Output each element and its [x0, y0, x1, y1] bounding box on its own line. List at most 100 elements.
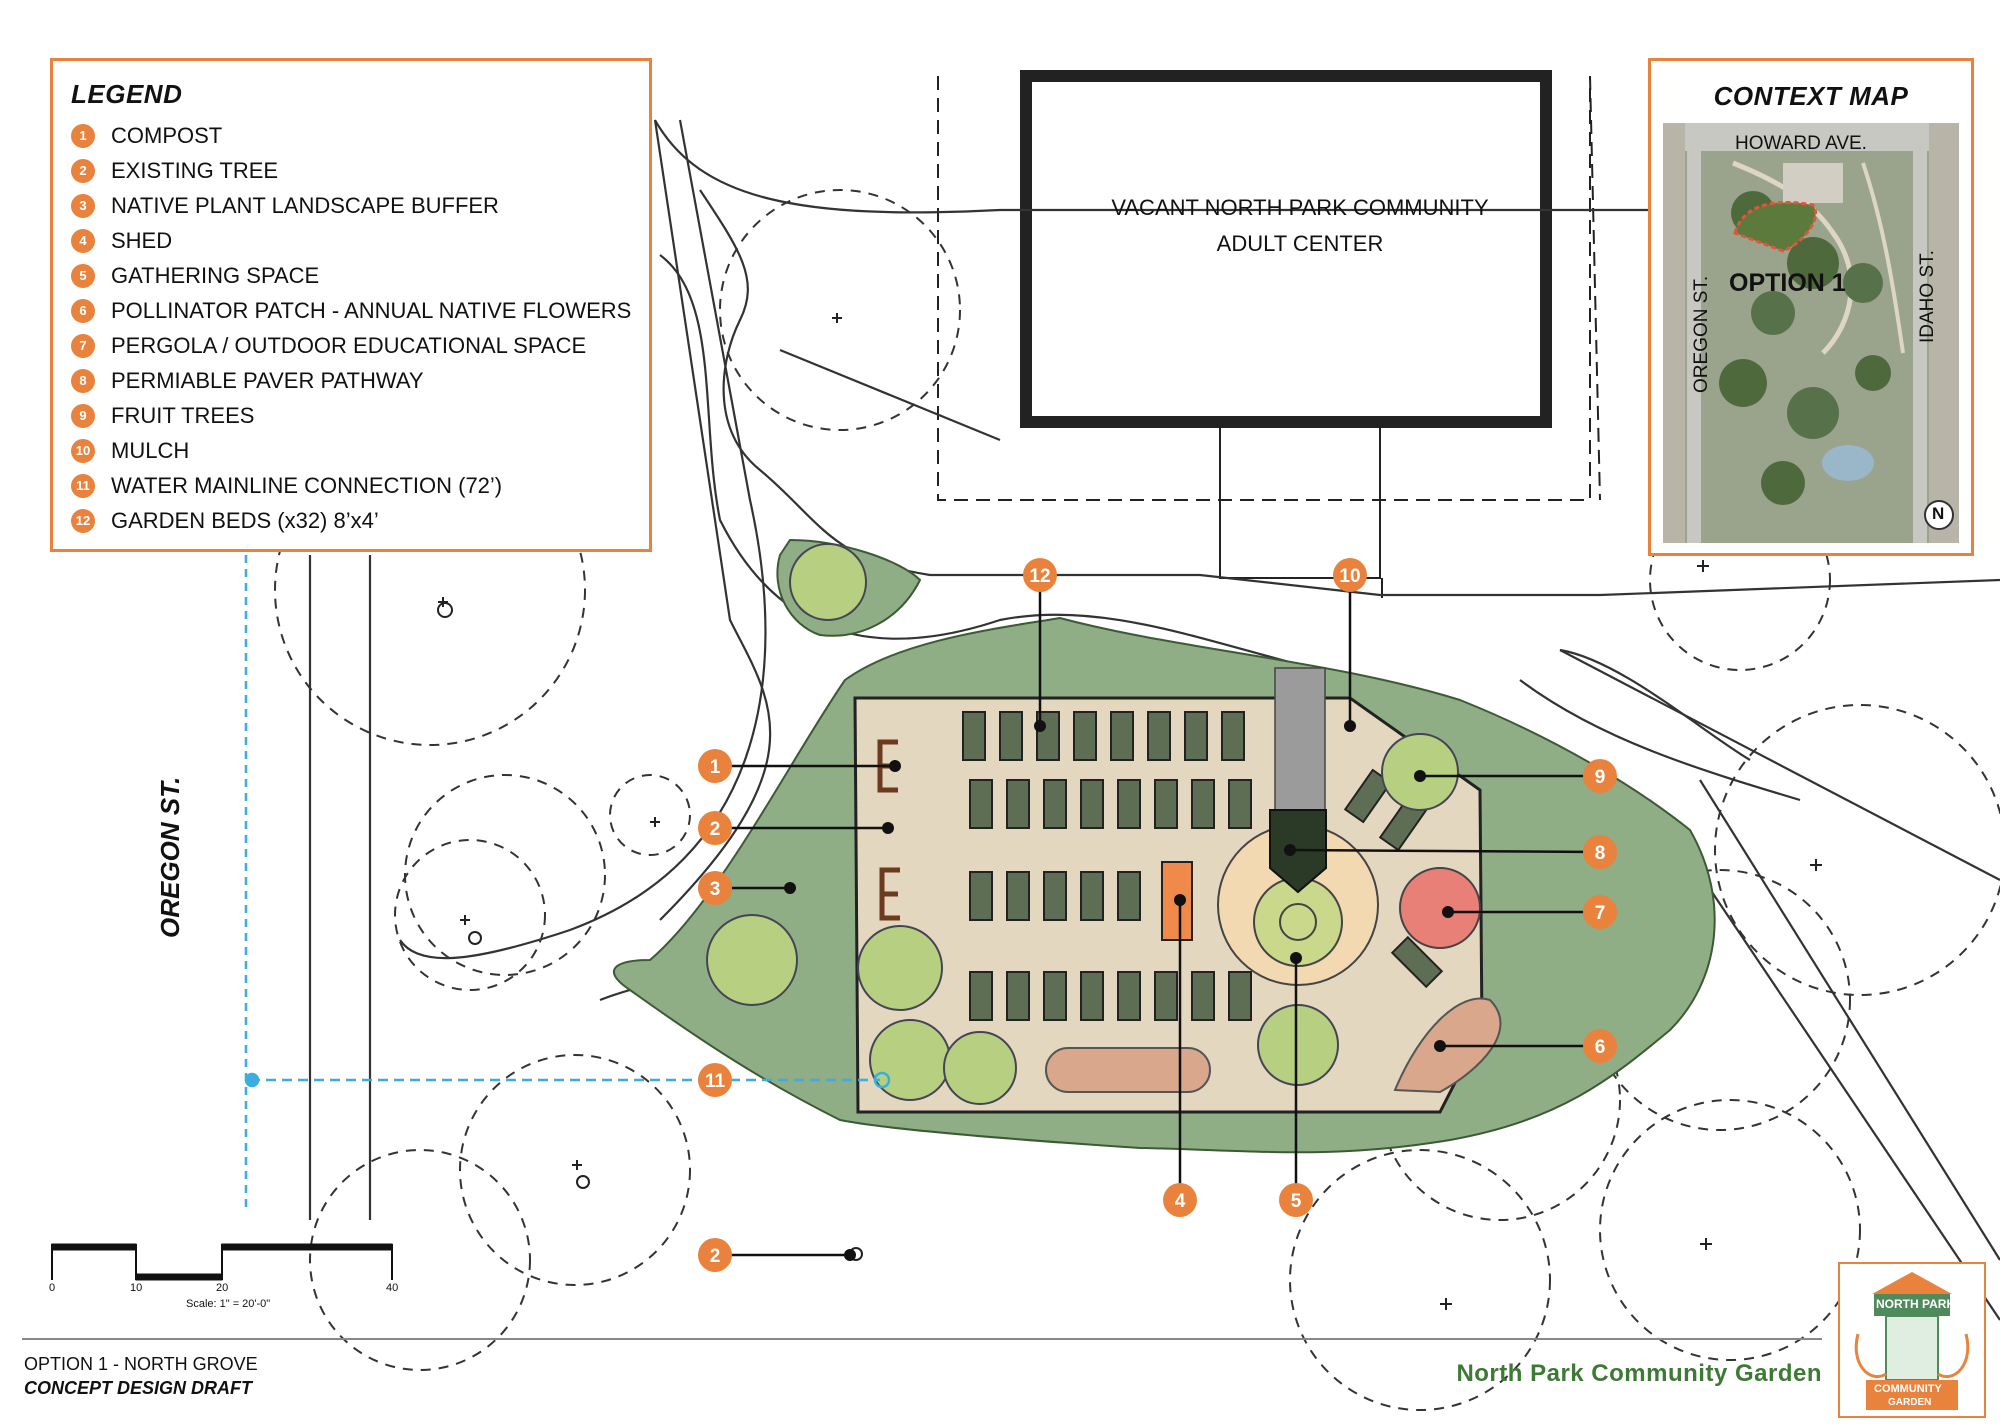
callout-7: 7: [1583, 895, 1617, 929]
footer-title: OPTION 1 - NORTH GROVE: [24, 1354, 258, 1374]
svg-text:4: 4: [1175, 1191, 1186, 1212]
legend-number: 10: [71, 438, 95, 463]
legend-title: LEGEND: [71, 79, 183, 109]
legend-label: POLLINATOR PATCH - ANNUAL NATIVE FLOWERS: [111, 297, 632, 323]
legend-number: 9: [71, 403, 95, 428]
fruit-trees: [706, 543, 1459, 1105]
legend-item: 7 PERGOLA / OUTDOOR EDUCATIONAL SPACE: [71, 328, 649, 363]
legend-number: 7: [71, 333, 95, 358]
logo: NORTH PARK COMMUNITY GARDEN: [1838, 1262, 1986, 1418]
project-name: North Park Community Garden: [1456, 1360, 1822, 1387]
legend-label: MULCH: [111, 437, 190, 463]
callout-8: 8: [1583, 835, 1617, 869]
logo-bottom-text-1: COMMUNITY: [1874, 1383, 1942, 1395]
legend-number: 5: [71, 263, 95, 288]
footer-divider: [22, 1338, 1822, 1340]
svg-text:8: 8: [1595, 843, 1606, 864]
legend-label: WATER MAINLINE CONNECTION (72’): [111, 472, 503, 498]
legend-label: SHED: [111, 227, 173, 253]
callout-2a: 2: [698, 811, 732, 845]
svg-text:2: 2: [710, 819, 721, 840]
legend-item: 2 EXISTING TREE: [71, 153, 649, 188]
legend-item: 9 FRUIT TREES: [71, 398, 649, 433]
svg-text:11: 11: [705, 1071, 726, 1092]
legend-item: 4 SHED: [71, 223, 649, 258]
scale-tick-10: 10: [130, 1282, 143, 1294]
scale-caption: Scale: 1" = 20'-0": [186, 1298, 271, 1310]
context-right-street: IDAHO ST.: [1917, 250, 1938, 343]
callout-5: 5: [1279, 1183, 1313, 1217]
north-arrow-icon: N: [1932, 504, 1945, 523]
svg-text:6: 6: [1595, 1037, 1606, 1058]
legend-label: GARDEN BEDS (x32) 8’x4’: [111, 507, 379, 533]
legend-number: 4: [71, 228, 95, 253]
legend-box: LEGEND 1 COMPOST 2 EXISTING TREE 3 NATIVE P…: [50, 58, 652, 552]
context-aerial-map: HOWARD AVE. OREGON ST. IDAHO ST. OPTION …: [1663, 123, 1959, 543]
context-left-street: OREGON ST.: [1691, 275, 1712, 393]
callout-leaders: [715, 575, 1601, 1257]
logo-graphic: [1854, 1272, 1970, 1410]
legend-label: EXISTING TREE: [111, 157, 279, 183]
callout-11: 11: [698, 1063, 732, 1097]
legend-item: 5 GATHERING SPACE: [71, 258, 649, 293]
water-mainline: [244, 555, 891, 1210]
aerial-image: [1663, 123, 1959, 543]
legend-number: 6: [71, 298, 95, 323]
legend-list: 1 COMPOST 2 EXISTING TREE 3 NATIVE PLANT LA…: [71, 118, 649, 538]
callout-10: 10: [1333, 558, 1367, 592]
svg-text:3: 3: [710, 879, 721, 900]
svg-text:10: 10: [1339, 566, 1360, 587]
scale-tick-0: 0: [49, 1282, 56, 1294]
legend-label: PERGOLA / OUTDOOR EDUCATIONAL SPACE: [111, 332, 587, 358]
leader-endpoints: [784, 720, 1454, 1261]
option-1-outline: [1733, 201, 1818, 253]
scale-tick-40: 40: [386, 1282, 399, 1294]
callout-6: 6: [1583, 1029, 1617, 1063]
legend-label: GATHERING SPACE: [111, 262, 320, 288]
legend-number: 2: [71, 158, 95, 183]
scale-bar: [51, 1243, 393, 1281]
street-label-oregon: OREGON ST.: [155, 776, 185, 938]
legend-item: 1 COMPOST: [71, 118, 649, 153]
legend-number: 1: [71, 123, 95, 148]
legend-label: PERMIABLE PAVER PATHWAY: [111, 367, 424, 393]
legend-label: FRUIT TREES: [111, 402, 255, 428]
logo-top-text: NORTH PARK: [1876, 1297, 1956, 1311]
context-map-title: CONTEXT MAP: [1713, 81, 1909, 111]
callout-12: 12: [1023, 558, 1057, 592]
legend-label: COMPOST: [111, 122, 223, 148]
callout-markers: 1 2 3 4 5 6 7 8 9 10 11 12 2: [698, 558, 1617, 1272]
gathering-space: [1217, 809, 1379, 986]
building-outline: [937, 70, 1601, 598]
svg-text:1: 1: [710, 757, 721, 778]
legend-item: 12 GARDEN BEDS (x32) 8’x4’: [71, 503, 649, 538]
garden-beds: [962, 711, 1444, 1021]
legend-number: 8: [71, 368, 95, 393]
callout-1: 1: [698, 749, 732, 783]
svg-text:9: 9: [1595, 767, 1606, 788]
callout-4: 4: [1163, 1183, 1197, 1217]
context-top-street: HOWARD AVE.: [1735, 133, 1867, 154]
legend-item: 11 WATER MAINLINE CONNECTION (72’): [71, 468, 649, 503]
callout-3: 3: [698, 871, 732, 905]
legend-item: 10 MULCH: [71, 433, 649, 468]
legend-number: 12: [71, 508, 95, 533]
building-label: VACANT NORTH PARK COMMUNITY ADULT CENTER: [1040, 190, 1560, 262]
pergola: [1399, 867, 1481, 949]
building-label-line-1: VACANT NORTH PARK COMMUNITY: [1111, 195, 1489, 220]
svg-text:5: 5: [1291, 1191, 1302, 1212]
legend-number: 11: [71, 473, 95, 498]
building-label-line-2: ADULT CENTER: [1216, 231, 1384, 256]
context-map-box: CONTEXT MAP HOWARD AVE. OREGON ST. IDAHO…: [1648, 58, 1974, 556]
svg-text:12: 12: [1029, 566, 1050, 587]
legend-item: 6 POLLINATOR PATCH - ANNUAL NATIVE FLOWER…: [71, 293, 649, 328]
callout-2b: 2: [698, 1238, 732, 1272]
logo-bottom-text-2: GARDEN: [1888, 1397, 1932, 1408]
legend-number: 3: [71, 193, 95, 218]
callout-9: 9: [1583, 759, 1617, 793]
legend-label: NATIVE PLANT LANDSCAPE BUFFER: [111, 192, 499, 218]
footer-subtitle: CONCEPT DESIGN DRAFT: [24, 1378, 253, 1398]
legend-item: 8 PERMIABLE PAVER PATHWAY: [71, 363, 649, 398]
svg-text:2: 2: [710, 1246, 721, 1267]
